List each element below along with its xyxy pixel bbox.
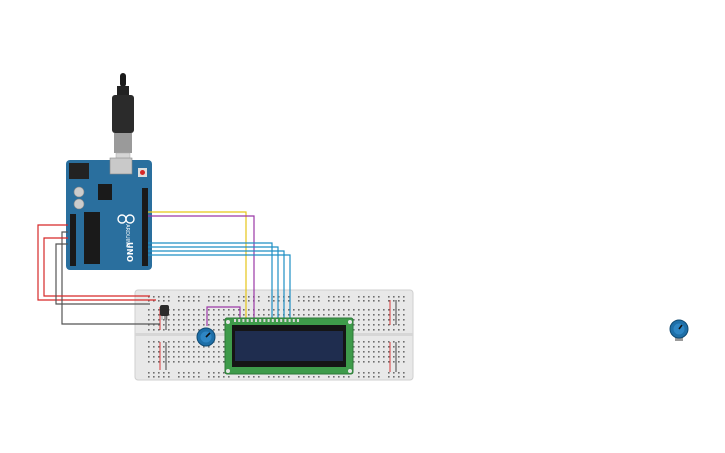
lcd-16x2[interactable] bbox=[224, 317, 354, 375]
wire-red bbox=[37, 224, 156, 301]
atmega-chip bbox=[84, 212, 100, 264]
usb-port bbox=[109, 157, 133, 175]
wire-red-2 bbox=[43, 237, 150, 297]
pot-knob-indicator-icon bbox=[205, 332, 211, 338]
pot-knob-indicator-icon bbox=[678, 324, 683, 330]
digital-header bbox=[142, 188, 148, 266]
loose-potentiometer[interactable] bbox=[669, 319, 689, 341]
wire-black bbox=[61, 231, 160, 325]
board-label: UNO bbox=[125, 242, 134, 262]
capacitor-icon bbox=[73, 186, 85, 198]
capacitor-icon bbox=[73, 198, 85, 210]
wire-black-2 bbox=[55, 243, 150, 305]
voltage-regulator bbox=[98, 184, 112, 200]
wire-blue-4 bbox=[148, 254, 291, 320]
wire-blue-2 bbox=[148, 246, 279, 320]
power-wires[interactable] bbox=[37, 224, 160, 325]
arduino-logo-icon bbox=[117, 214, 135, 224]
wire-blue-3 bbox=[148, 250, 285, 320]
lcd-pins bbox=[234, 319, 299, 322]
arduino-uno[interactable]: ARDUINO UNO bbox=[66, 157, 152, 270]
power-header bbox=[70, 214, 76, 266]
potentiometer[interactable] bbox=[196, 327, 216, 347]
wire-yellow bbox=[148, 211, 247, 320]
arduino-brand-label: ARDUINO bbox=[124, 224, 130, 248]
lcd-screen bbox=[235, 331, 343, 361]
wire-purple-pot bbox=[206, 306, 241, 326]
temperature-sensor[interactable] bbox=[160, 305, 169, 320]
signal-wires[interactable] bbox=[148, 211, 291, 326]
wire-blue-1 bbox=[148, 242, 273, 320]
wire-purple bbox=[148, 215, 255, 320]
power-jack bbox=[69, 163, 89, 179]
